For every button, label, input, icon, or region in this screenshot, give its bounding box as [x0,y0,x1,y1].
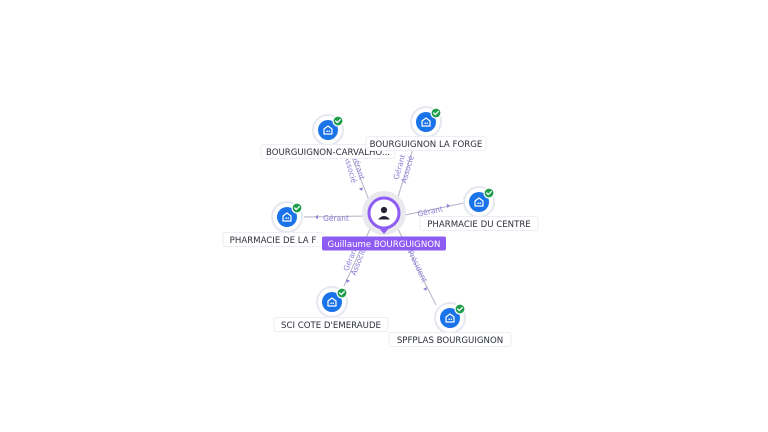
company-node-pharmacie-de-la-f[interactable]: PHARMACIE DE LA F [222,201,324,247]
relation-role-label: Gérant [323,214,349,223]
relation-edge-pharmacie-de-la-f: Gérant [303,214,367,223]
company-node-bourguignon-la-forge[interactable]: BOURGUIGNON LA FORGE [365,106,487,151]
company-name: BOURGUIGNON-CARVALHO... [266,148,390,158]
person-name-badge [322,236,446,251]
company-node-sci-cote-d-emeraude[interactable]: SCI COTE D'EMERAUDE [273,286,389,332]
verified-check-icon [454,303,466,315]
edge-arrow-icon [345,279,351,283]
company-name: SCI COTE D'EMERAUDE [281,321,381,331]
verified-check-icon [332,115,344,127]
verified-check-icon [430,107,442,119]
building-icon [282,212,292,222]
company-name-badge [365,136,487,151]
building-icon [323,125,333,135]
company-name-badge [419,216,539,231]
company-name-badge [260,144,396,159]
user-icon [378,206,390,220]
company-node-bourguignon-carvalho[interactable]: BOURGUIGNON-CARVALHO... [260,114,396,159]
company-node-spfplas-bourguignon[interactable]: SPFPLAS BOURGUIGNON [388,302,512,347]
edge-arrow-icon [315,214,318,220]
company-name: PHARMACIE DU CENTRE [427,220,530,230]
company-node-disc [416,112,436,132]
relation-role-label: Président [406,249,429,284]
verified-check-icon [291,202,303,214]
building-icon [421,117,431,127]
person-node-pointer [378,227,390,234]
edge-arrow-icon [358,187,364,191]
verified-check-icon [483,187,495,199]
company-node-pharmacie-du-centre[interactable]: PHARMACIE DU CENTRE [419,186,539,231]
company-name: PHARMACIE DE LA F [230,236,317,246]
company-name: SPFPLAS BOURGUIGNON [397,336,503,346]
person-node[interactable]: Guillaume BOURGUIGNON [322,191,446,251]
company-name: BOURGUIGNON LA FORGE [370,140,483,150]
company-name-badge [273,317,389,332]
person-name: Guillaume BOURGUIGNON [328,240,441,250]
edge-line [303,215,367,218]
building-icon [327,297,337,307]
company-node-disc [277,207,297,227]
building-icon [445,313,455,323]
verified-check-icon [336,287,348,299]
edge-line [399,202,465,217]
company-node-disc [322,292,342,312]
building-icon [474,197,484,207]
company-name-badge [388,332,512,347]
company-node-disc [469,192,489,212]
company-node-disc [440,308,460,328]
edge-arrow-icon [446,203,450,209]
company-node-disc [318,120,338,140]
edge-arrow-icon [423,287,427,291]
nodes-layer: BOURGUIGNON-CARVALHO...BOURGUIGNON LA FO… [222,106,539,347]
